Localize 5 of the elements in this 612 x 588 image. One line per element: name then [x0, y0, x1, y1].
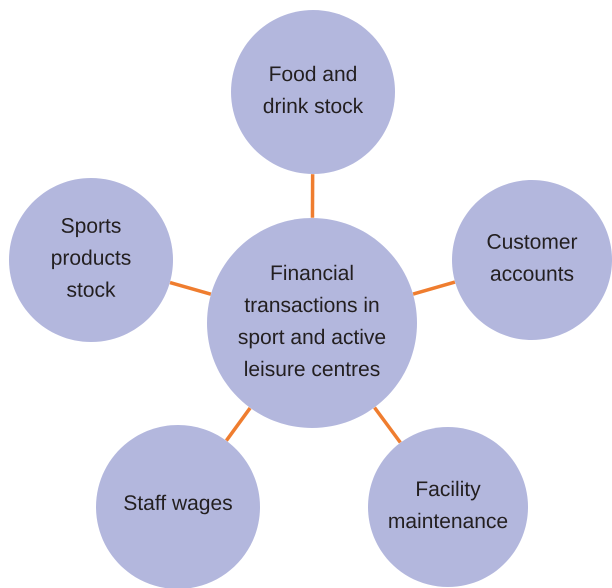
connector-line	[310, 174, 314, 218]
connector-line	[170, 280, 212, 296]
connector-line	[373, 406, 402, 444]
connector-line	[224, 407, 252, 442]
connector-line	[412, 280, 456, 296]
